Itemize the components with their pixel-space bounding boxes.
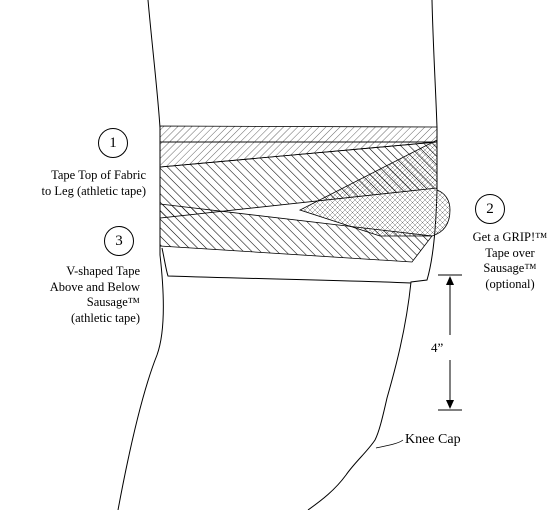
knee-cap-leader bbox=[375, 439, 404, 449]
step-2-line-1: Get a GRIP!™ bbox=[472, 230, 548, 244]
step-2-label: Get a GRIP!™ Tape over Sausage™ (optiona… bbox=[455, 230, 560, 292]
knee-cap-label: Knee Cap bbox=[405, 432, 461, 447]
fabric-bottom-edge bbox=[161, 247, 412, 284]
step-1-label: Tape Top of Fabric to Leg (athletic tape… bbox=[10, 168, 146, 199]
step-1-line-1: Tape Top of Fabric bbox=[51, 168, 146, 182]
step-3-label: V-shaped Tape Above and Below Sausage™ (… bbox=[10, 264, 140, 326]
v-tape-upper bbox=[159, 141, 438, 219]
step-3-circle: 3 bbox=[104, 226, 134, 256]
leg-outline-right bbox=[307, 0, 438, 510]
measure-arrow-down bbox=[446, 400, 454, 409]
measurement-label: 4” bbox=[431, 340, 444, 355]
step-3-line-1: V-shaped Tape bbox=[66, 264, 140, 278]
leg-outline-left bbox=[117, 0, 164, 510]
step-3-line-2: Above and Below bbox=[49, 279, 140, 294]
step-3-line-3: Sausage™ bbox=[86, 295, 140, 309]
tape-band-top bbox=[159, 125, 438, 143]
step-2-circle: 2 bbox=[475, 194, 505, 224]
step-1-line-2: to Leg (athletic tape) bbox=[41, 183, 146, 198]
step-2-line-2: Tape over bbox=[485, 245, 535, 260]
step-2-line-4: (optional) bbox=[485, 276, 535, 291]
measure-arrow-up bbox=[446, 276, 454, 285]
v-tape-lower bbox=[159, 203, 433, 263]
step-2-line-3: Sausage™ bbox=[483, 261, 537, 275]
step-1-circle: 1 bbox=[98, 128, 128, 158]
step-3-line-4: (athletic tape) bbox=[70, 310, 140, 325]
